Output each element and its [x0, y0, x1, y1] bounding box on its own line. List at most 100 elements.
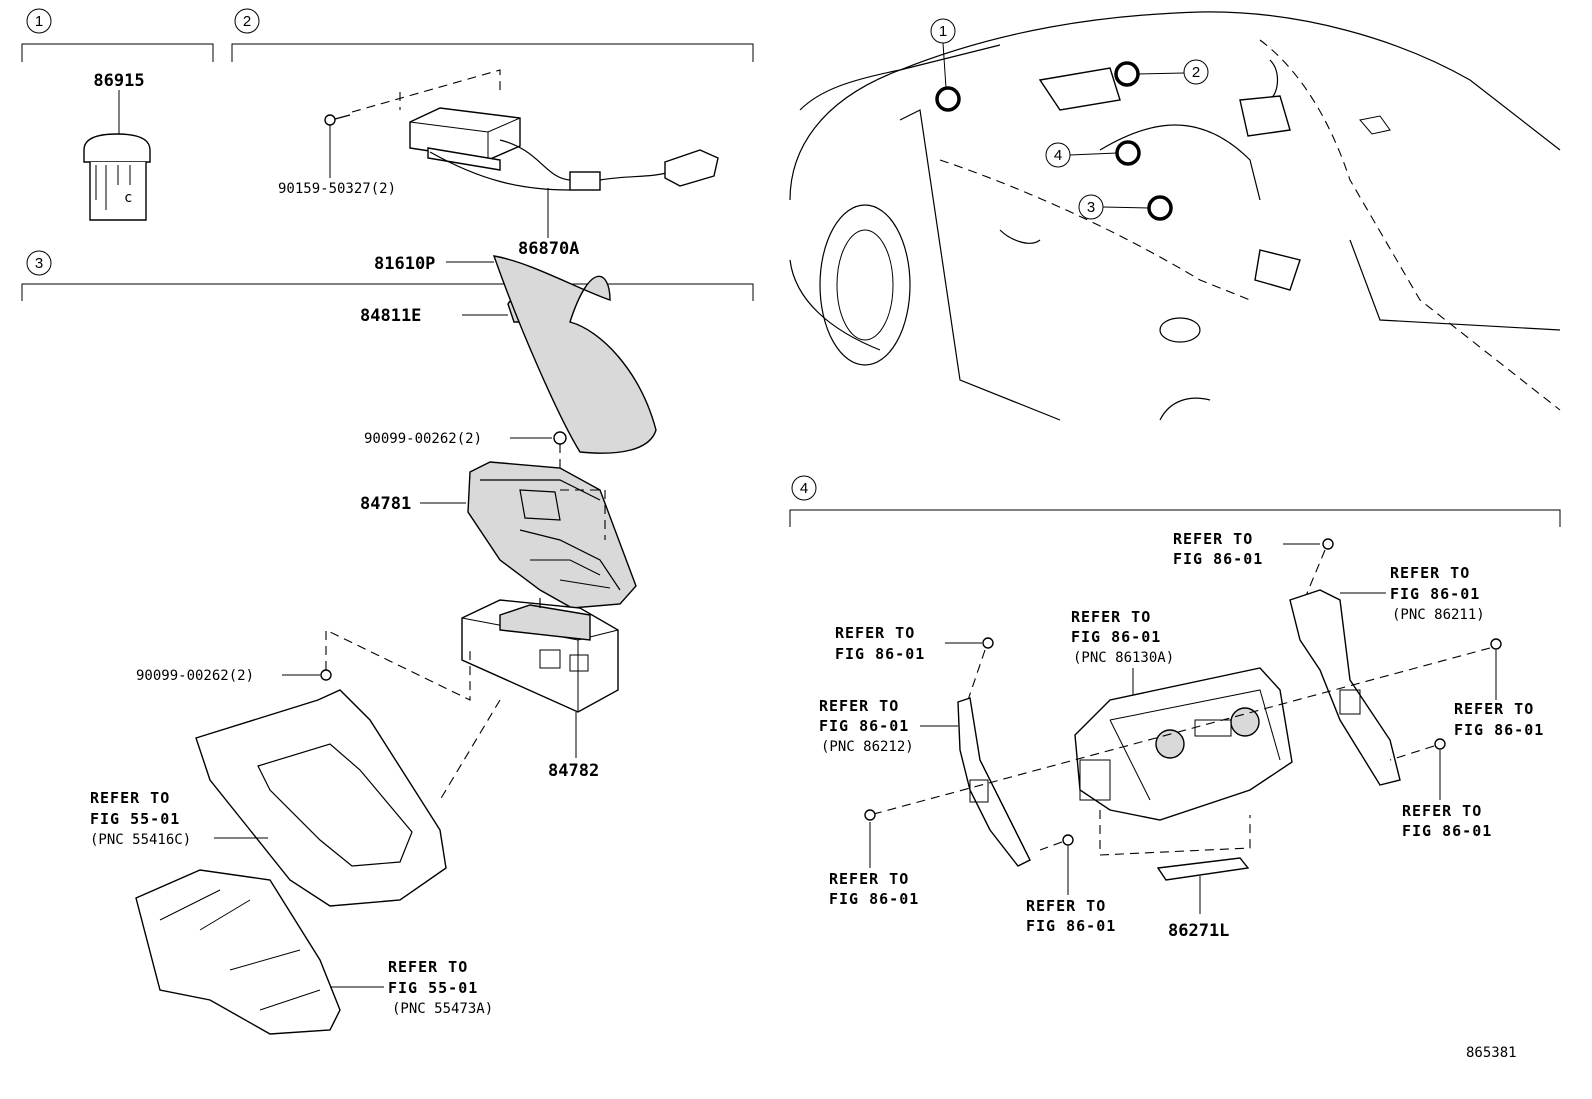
- part-84811E-label[interactable]: 84811E: [360, 306, 421, 326]
- center-vent: [1239, 95, 1291, 137]
- part-90099-00262-upper-label[interactable]: 90099-00262(2): [364, 431, 482, 447]
- ref-label-pnc: (PNC 55416C): [90, 832, 191, 848]
- ref-label-line1: REFER TO: [1390, 564, 1470, 582]
- climate-control-panel-part[interactable]: [1074, 667, 1293, 821]
- callout-1-number: 1: [939, 23, 947, 40]
- section-2-number: 2: [243, 13, 251, 30]
- ref-label-line1: REFER TO: [388, 958, 468, 976]
- ref-label-line1: REFER TO: [1454, 700, 1534, 718]
- section-4: 4 REFER TO FIG 86-01 REFER TO FIG 86-01 …: [789, 475, 1561, 941]
- ref-label-line1: REFER TO: [819, 697, 899, 715]
- section-1: 1 86915 c: [21, 8, 214, 221]
- part-86870A-label[interactable]: 86870A: [518, 239, 579, 259]
- console-bracket-part[interactable]: [135, 869, 341, 1035]
- switch-box-part[interactable]: [461, 598, 619, 713]
- callout-3-number: 3: [1087, 199, 1095, 216]
- ref-label-line2[interactable]: FIG 86-01: [835, 645, 925, 663]
- steering-wheel-hint: [999, 229, 1041, 244]
- ref-label-line2[interactable]: FIG 86-01: [1390, 585, 1480, 603]
- ref-label-pnc: (PNC 86212): [821, 739, 914, 755]
- rear-wheel: [1159, 397, 1211, 421]
- ref-label-line2[interactable]: FIG 55-01: [90, 810, 180, 828]
- vehicle-location-4: [1115, 140, 1141, 166]
- assembly-line: [1099, 810, 1251, 856]
- ref-label-line1: REFER TO: [835, 624, 915, 642]
- section-1-bracket: [21, 43, 214, 62]
- part-86915-label[interactable]: 86915: [93, 71, 144, 91]
- ref-label-line1: REFER TO: [1402, 802, 1482, 820]
- console-bezel-part[interactable]: [195, 689, 447, 907]
- callout-4-number: 4: [1054, 147, 1062, 164]
- assembly-line: [869, 647, 1491, 816]
- leader-line: [1102, 206, 1150, 209]
- assembly-line: [967, 649, 986, 701]
- screw-part[interactable]: [1322, 538, 1334, 550]
- callout-2-number: 2: [1192, 64, 1200, 81]
- section-2-marker: [234, 8, 260, 34]
- ref-label-line2[interactable]: FIG 86-01: [1071, 628, 1161, 646]
- screw-part[interactable]: [1490, 638, 1502, 650]
- glass-outline: [939, 159, 1251, 301]
- wheel-rim: [836, 229, 894, 341]
- shift-boot-cover-part[interactable]: [492, 255, 657, 454]
- section-3-marker: [26, 250, 52, 276]
- ref-label-line2[interactable]: FIG 86-01: [1026, 917, 1116, 935]
- switch-knob-part[interactable]: c: [83, 133, 151, 221]
- door-frame: [899, 109, 1061, 421]
- dashboard-line: [1099, 124, 1261, 201]
- panel-bracket-part[interactable]: [1156, 857, 1250, 881]
- body-outline: [1259, 39, 1561, 411]
- leader-line: [1138, 72, 1185, 75]
- roof-line: [789, 11, 1561, 201]
- section-3-number: 3: [35, 255, 43, 272]
- ref-label-pnc: (PNC 86130A): [1073, 650, 1174, 666]
- a-pillar: [799, 44, 1001, 111]
- mirror: [1269, 59, 1279, 101]
- ref-label-line1: REFER TO: [1026, 897, 1106, 915]
- bolt-part[interactable]: [324, 114, 351, 126]
- leader-line: [1069, 152, 1118, 156]
- assembly-line: [1299, 549, 1326, 611]
- console-shape: [1254, 249, 1301, 291]
- ref-label-line1: REFER TO: [1071, 608, 1151, 626]
- section-3-bracket: [21, 283, 754, 301]
- diagram-id: 865381: [1466, 1045, 1517, 1061]
- part-86271L-label[interactable]: 86271L: [1168, 921, 1229, 941]
- left-bracket-part[interactable]: [957, 697, 1031, 867]
- ref-label-line2[interactable]: FIG 86-01: [1402, 822, 1492, 840]
- ref-label-line2[interactable]: FIG 86-01: [1173, 550, 1263, 568]
- front-wheel: [819, 204, 911, 366]
- display-panel: [1038, 67, 1121, 111]
- ref-label-line2[interactable]: FIG 86-01: [829, 890, 919, 908]
- assembly-line: [351, 69, 501, 113]
- ref-label-line2[interactable]: FIG 86-01: [819, 717, 909, 735]
- screw-part[interactable]: [982, 637, 994, 649]
- section-1-number: 1: [35, 13, 43, 30]
- part-90099-00262-lower-label[interactable]: 90099-00262(2): [136, 668, 254, 684]
- assembly-line: [1389, 745, 1435, 761]
- callout-2-marker: [1183, 59, 1209, 85]
- part-84782-label[interactable]: 84782: [548, 761, 599, 781]
- section-1-marker: [26, 8, 52, 34]
- section-4-marker: [791, 475, 817, 501]
- ref-label-line2[interactable]: FIG 55-01: [388, 979, 478, 997]
- part-90159-50327-label[interactable]: 90159-50327(2): [278, 181, 396, 197]
- screw-part[interactable]: [320, 669, 332, 681]
- vehicle-location-1: [935, 86, 961, 112]
- part-84781-label[interactable]: 84781: [360, 494, 411, 514]
- ref-label-line1: REFER TO: [1173, 530, 1253, 548]
- vehicle-location-2: [1114, 61, 1140, 87]
- part-81610P-label[interactable]: 81610P: [374, 254, 435, 274]
- screw-part[interactable]: [1062, 834, 1074, 846]
- shift-knob: [1159, 317, 1201, 343]
- shift-lever-panel-part[interactable]: [467, 461, 637, 609]
- svg-text:c: c: [124, 190, 132, 206]
- section-2: 2 90159-50327(2) 86870A: [231, 8, 754, 259]
- ref-label-line2[interactable]: FIG 86-01: [1454, 721, 1544, 739]
- control-module-part[interactable]: [409, 107, 719, 191]
- leader-line: [942, 42, 947, 89]
- screw-part[interactable]: [864, 809, 876, 821]
- screw-part[interactable]: [553, 431, 567, 445]
- assembly-line: [439, 699, 501, 801]
- screw-part[interactable]: [1434, 738, 1446, 750]
